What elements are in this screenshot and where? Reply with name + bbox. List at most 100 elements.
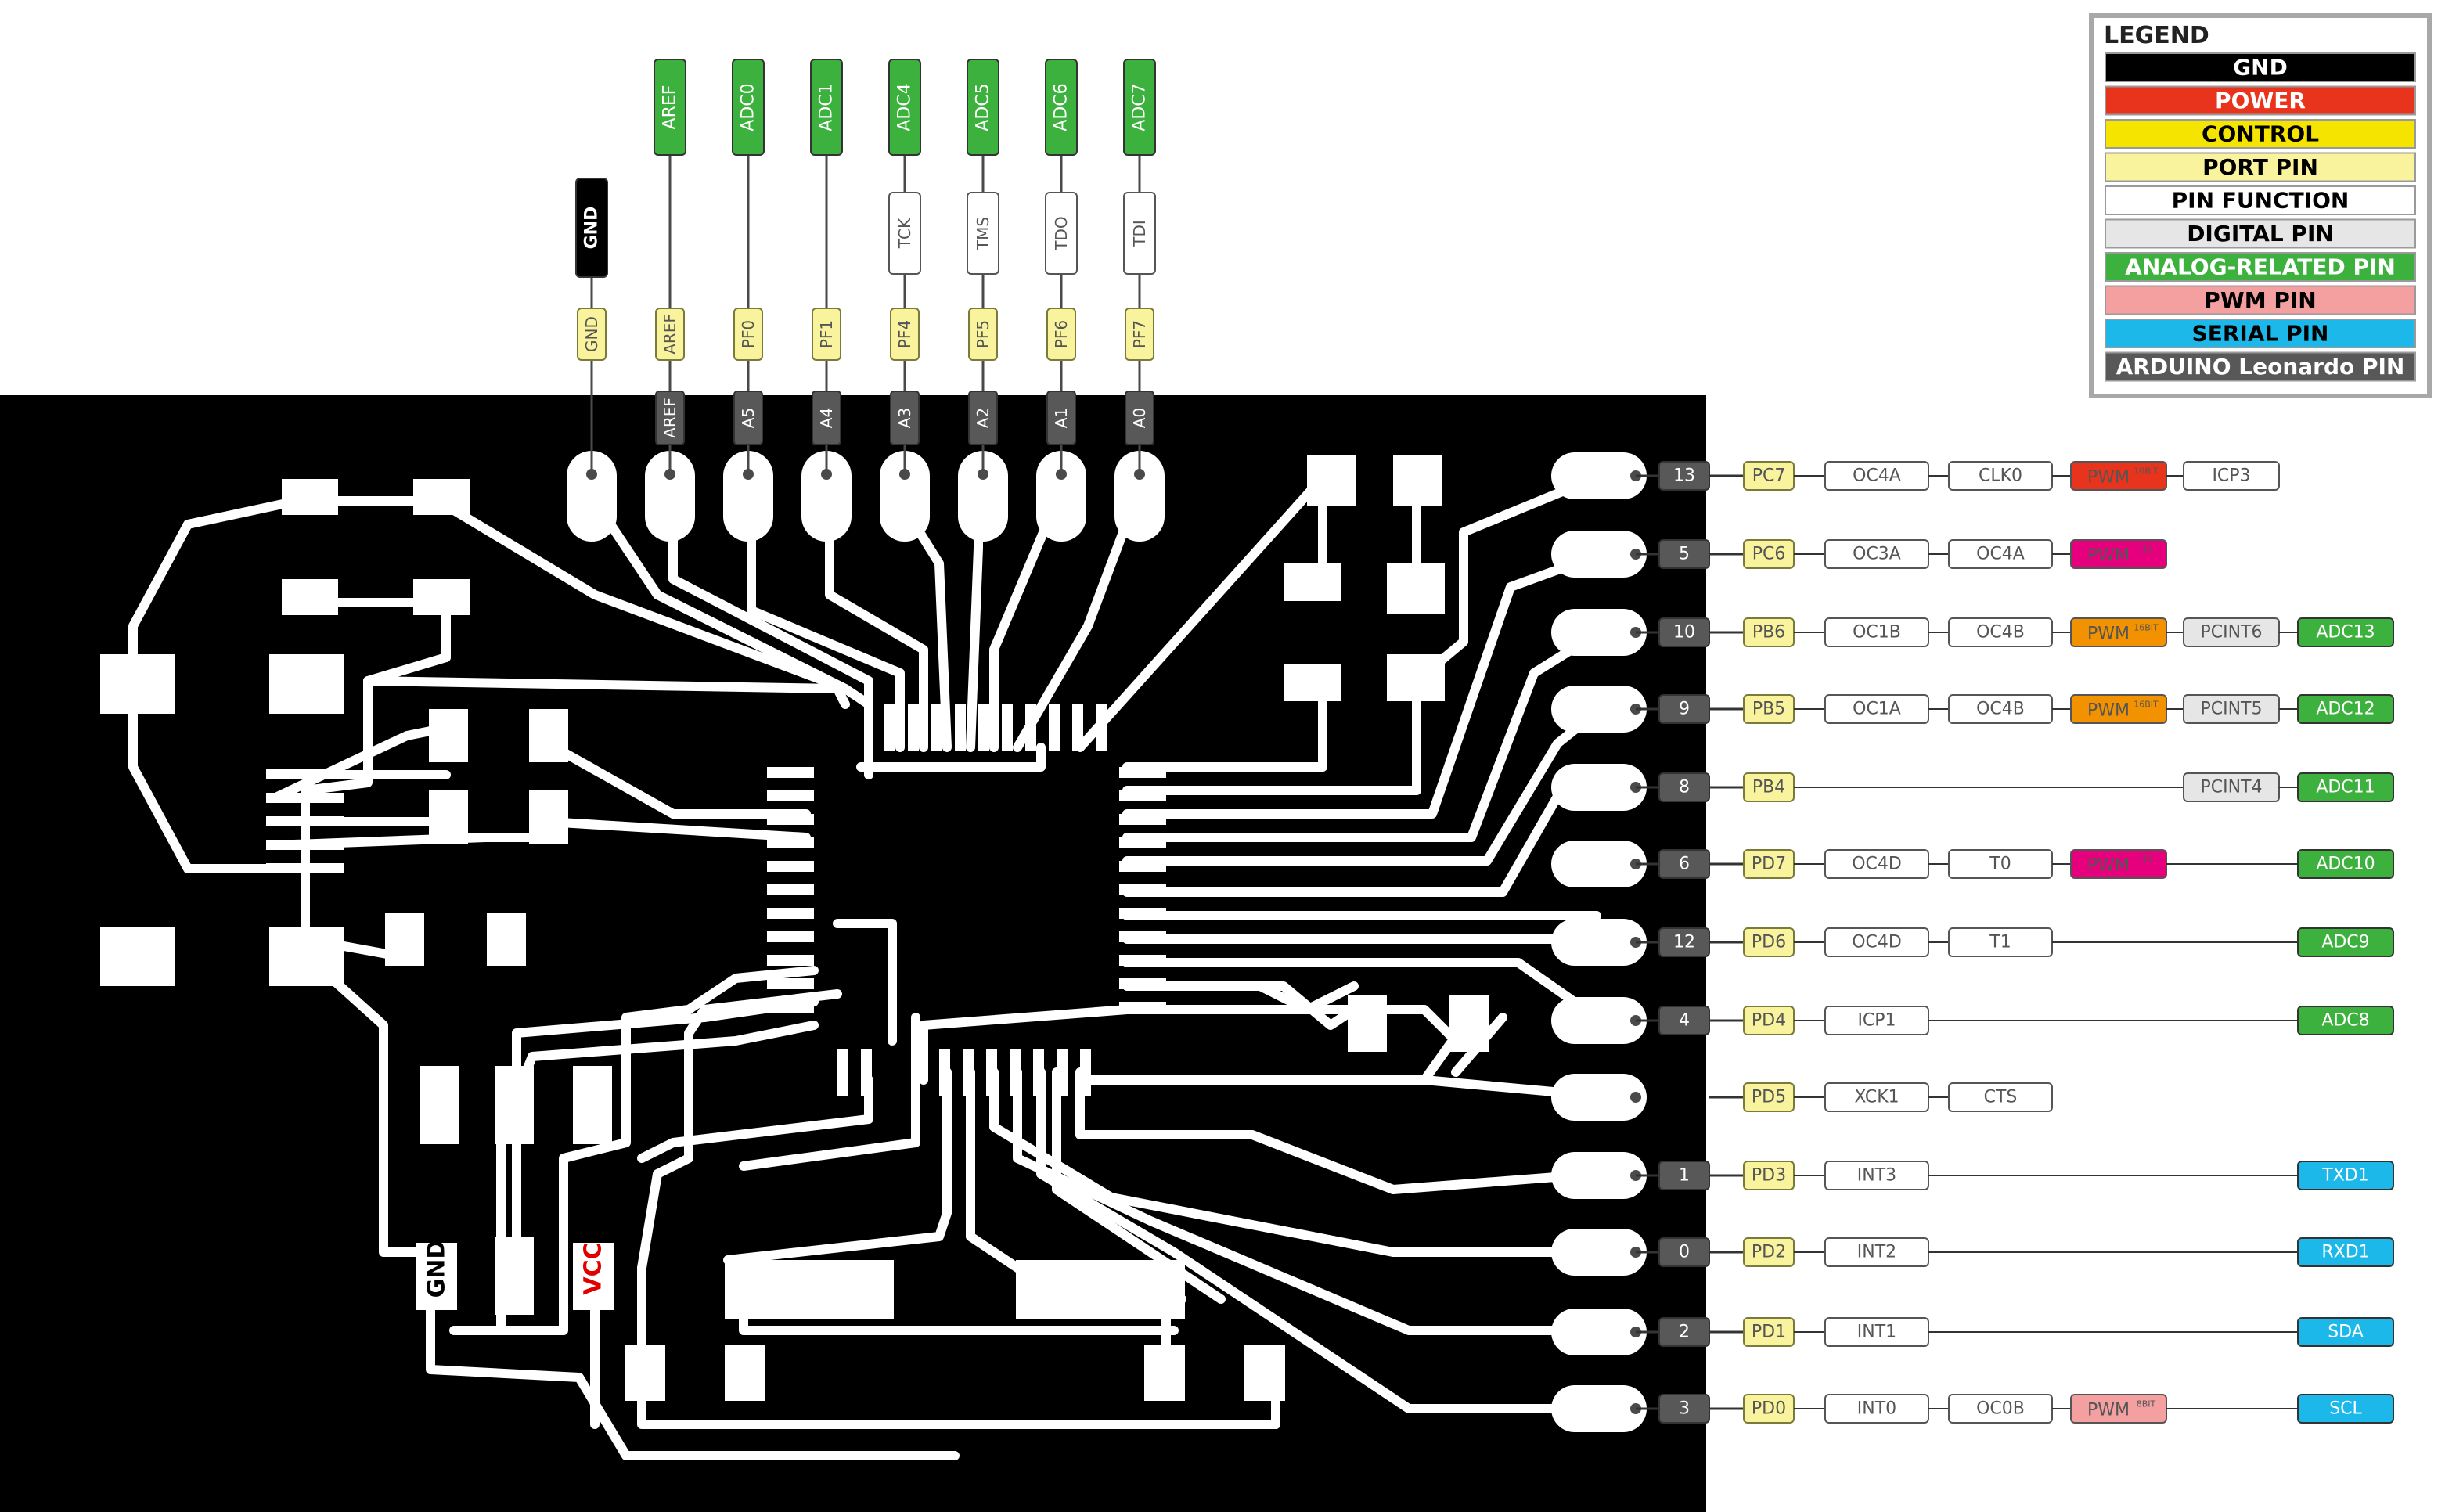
pin-arduino-number: 6 bbox=[1679, 855, 1690, 874]
pin-top-label: ADC4 bbox=[895, 83, 915, 131]
pin-function-label: OC0B bbox=[1976, 1399, 2025, 1419]
pin-arduino-number: 4 bbox=[1679, 1011, 1690, 1031]
gnd-label-bg bbox=[416, 1243, 457, 1310]
trace bbox=[1122, 676, 1421, 795]
pin-port-label: PF6 bbox=[1052, 320, 1071, 348]
pin-port-box bbox=[1046, 308, 1076, 361]
pin-end-label: ADC13 bbox=[2316, 623, 2375, 643]
pin-arduino-number: 8 bbox=[1679, 778, 1690, 797]
top-pin-labels: GNDGNDAREFAREFAREFADC0PF0A5ADC1PF1A4ADC4… bbox=[575, 59, 1156, 474]
header-pin bbox=[266, 840, 344, 850]
pin-port-label: PD7 bbox=[1752, 855, 1786, 874]
ic-pin bbox=[1025, 704, 1036, 751]
pin-arduino-box bbox=[1046, 391, 1076, 445]
pin-arduino-number: 0 bbox=[1679, 1243, 1690, 1262]
pad bbox=[1348, 995, 1387, 1052]
pin-function-label: TMS bbox=[974, 217, 992, 250]
legend-title: LEGEND bbox=[2104, 22, 2209, 49]
pad bbox=[487, 913, 526, 966]
pin-extra-label: ICP3 bbox=[2212, 466, 2250, 486]
trace bbox=[723, 1067, 952, 1265]
legend-label: ANALOG-RELATED PIN bbox=[2125, 254, 2396, 280]
ic-pin bbox=[1002, 704, 1013, 751]
pin-end-label: ADC12 bbox=[2316, 700, 2375, 719]
pin-arduino-number: 12 bbox=[1673, 933, 1695, 952]
pin-end-label: RXD1 bbox=[2321, 1243, 2369, 1262]
pin-pwm-sup: 16BIT bbox=[2134, 700, 2159, 710]
pin-port-label: PD0 bbox=[1752, 1399, 1786, 1419]
pad bbox=[529, 790, 568, 844]
ic-pin bbox=[767, 931, 814, 942]
header-pad bbox=[1551, 1309, 1647, 1355]
pin-end-label: SDA bbox=[2328, 1323, 2364, 1342]
trace bbox=[543, 739, 811, 819]
pin-port-box bbox=[1125, 308, 1154, 361]
pin-pwm-label: PWM bbox=[2087, 701, 2130, 721]
pin-function-label: OC4D bbox=[1852, 855, 1902, 874]
pin-arduino-box bbox=[890, 391, 920, 445]
pin-port-label: PB4 bbox=[1752, 778, 1785, 797]
pin-end-box bbox=[2297, 1394, 2394, 1424]
pin-top-label-box bbox=[810, 59, 843, 156]
header-pad bbox=[1551, 452, 1647, 499]
pin-port-label: PB6 bbox=[1752, 623, 1785, 643]
pin-port-label: PD1 bbox=[1752, 1323, 1786, 1342]
trace bbox=[590, 496, 850, 693]
ic-pin bbox=[884, 704, 895, 751]
pad bbox=[725, 1345, 765, 1401]
legend-label: GND bbox=[2233, 55, 2288, 81]
trace bbox=[1122, 676, 1327, 772]
ic-pin bbox=[1119, 884, 1166, 895]
legend-label: PWM PIN bbox=[2204, 287, 2316, 313]
pin-end-box bbox=[2297, 1006, 2394, 1035]
trace bbox=[668, 520, 873, 779]
pad bbox=[495, 1066, 534, 1144]
pin-extra-label: PCINT4 bbox=[2200, 778, 2262, 797]
pin-port-box bbox=[655, 308, 685, 361]
pin-function-label: T1 bbox=[1989, 933, 2011, 952]
pin-port-box bbox=[890, 308, 920, 361]
pad bbox=[282, 579, 338, 615]
pin-pwm-label: PWM bbox=[2087, 468, 2130, 488]
ic-pin bbox=[767, 790, 814, 801]
header-pad bbox=[567, 451, 617, 542]
pin-arduino-number: 2 bbox=[1679, 1323, 1690, 1342]
ic-pin bbox=[1096, 704, 1107, 751]
trace bbox=[512, 997, 819, 1265]
pin-top-label-box bbox=[575, 178, 608, 278]
header-pad bbox=[1551, 919, 1647, 966]
pin-pwm-label: PWM bbox=[2087, 625, 2130, 644]
pin-end-box bbox=[2297, 772, 2394, 802]
pin-end-box bbox=[2297, 694, 2394, 724]
smd-pads bbox=[100, 455, 1489, 1401]
pin-port-box bbox=[968, 308, 998, 361]
ic-pin bbox=[767, 955, 814, 966]
pad bbox=[625, 1345, 665, 1401]
legend-label: SERIAL PIN bbox=[2192, 321, 2329, 347]
header-pad bbox=[801, 451, 852, 542]
ic-pin bbox=[1119, 955, 1166, 966]
pad bbox=[573, 1066, 612, 1144]
pin-end-box bbox=[2297, 927, 2394, 957]
header-pad bbox=[1551, 764, 1647, 811]
pin-top-label-box bbox=[1123, 59, 1156, 156]
vcc-label-bg bbox=[573, 1243, 614, 1310]
pin-function-label: OC4D bbox=[1852, 933, 1902, 952]
pin-end-box bbox=[2297, 1161, 2394, 1190]
pin-pwm-sup: HS bbox=[2140, 545, 2152, 555]
pin-arduino-number: 9 bbox=[1679, 700, 1690, 719]
vcc-board-text: VCC bbox=[580, 1242, 607, 1294]
trace bbox=[856, 743, 1046, 772]
header-pad bbox=[1036, 451, 1086, 542]
pin-arduino-label: A4 bbox=[817, 408, 836, 428]
trace bbox=[1255, 981, 1359, 1014]
pin-arduino-label: AREF bbox=[661, 398, 679, 438]
pin-top-label: AREF bbox=[661, 85, 680, 130]
pad bbox=[1284, 664, 1341, 701]
trace bbox=[1075, 473, 1327, 752]
ic-pin bbox=[1033, 1049, 1044, 1096]
trace bbox=[747, 520, 905, 752]
pad bbox=[429, 709, 468, 762]
ic-pin bbox=[767, 978, 814, 989]
